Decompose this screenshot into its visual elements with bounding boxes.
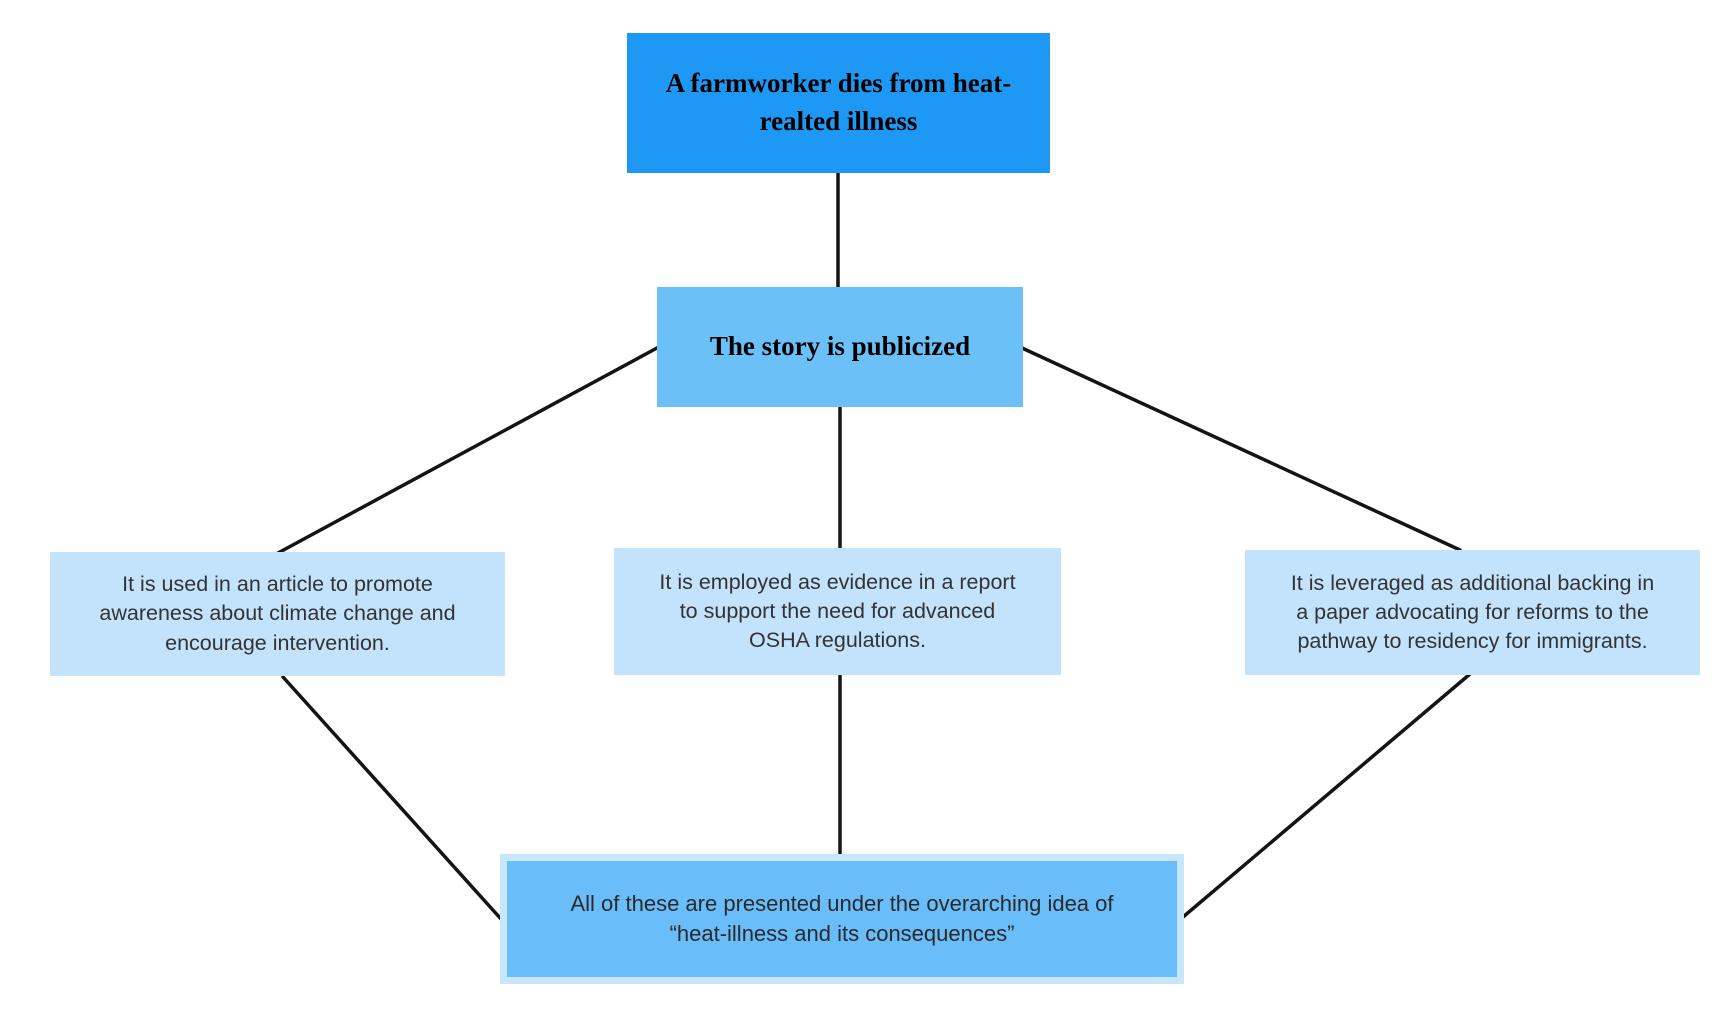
node-farmworker-dies: A farmworker dies from heat- realted ill… — [627, 33, 1050, 173]
node-farmworker-dies-label: A farmworker dies from heat- realted ill… — [665, 68, 1012, 136]
node-paper-residency-reforms-label: It is leveraged as additional backing in… — [1290, 570, 1655, 653]
node-overarching-idea: All of these are presented under the ove… — [500, 854, 1184, 984]
node-report-osha-regulations: It is employed as evidence in a report t… — [614, 548, 1061, 675]
edge-article-to-summary — [281, 675, 503, 921]
node-article-climate-awareness-label: It is used in an article to promote awar… — [99, 572, 456, 655]
edge-story-to-paper — [1020, 346, 1462, 552]
node-overarching-idea-label: All of these are presented under the ove… — [570, 891, 1114, 946]
node-story-publicized-label: The story is publicized — [709, 331, 971, 362]
node-report-osha-regulations-label: It is employed as evidence in a report t… — [659, 569, 1016, 652]
edge-story-to-article — [276, 346, 659, 555]
node-paper-residency-reforms: It is leveraged as additional backing in… — [1245, 550, 1700, 675]
node-story-publicized: The story is publicized — [657, 287, 1023, 407]
edge-paper-to-summary — [1181, 672, 1472, 919]
node-article-climate-awareness: It is used in an article to promote awar… — [50, 552, 505, 676]
